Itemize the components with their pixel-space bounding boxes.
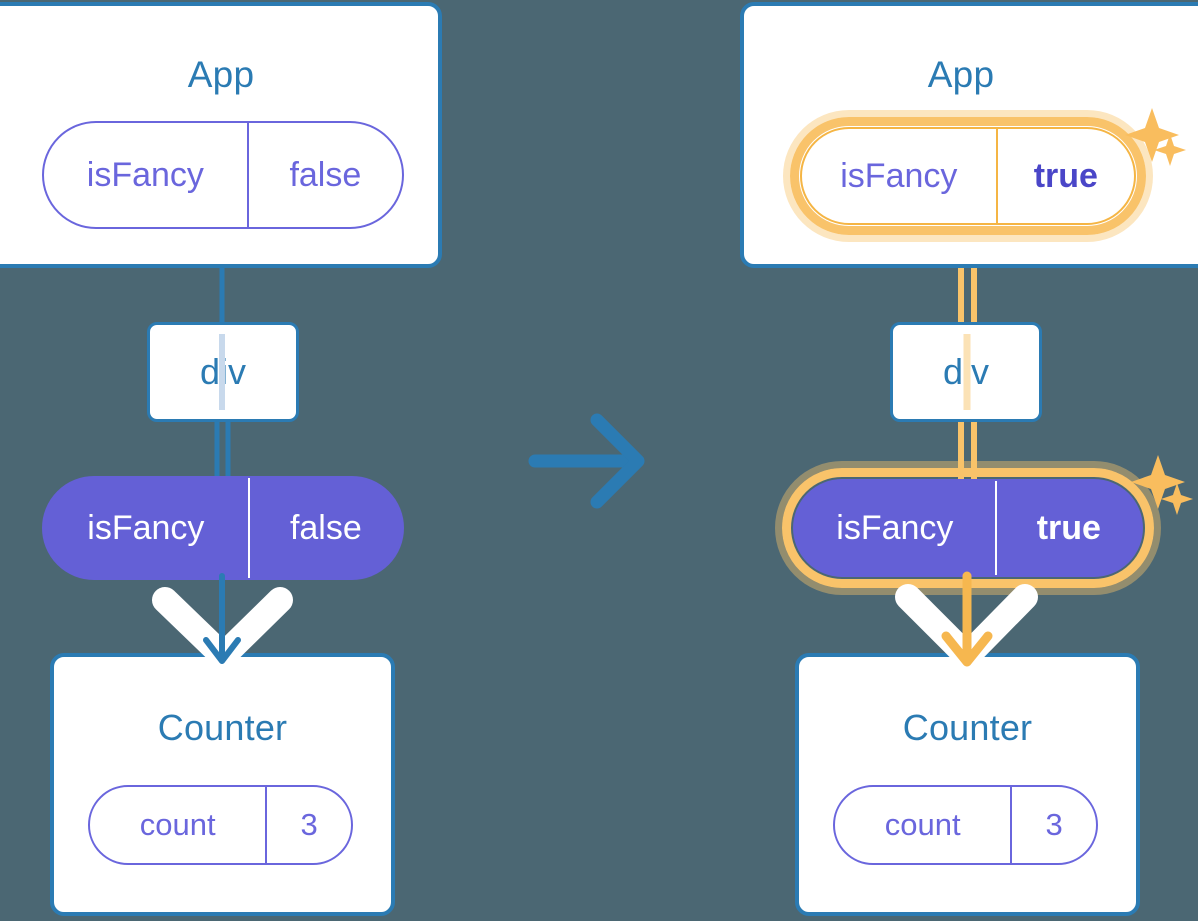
app-state-key-after: isFancy (840, 156, 958, 195)
counter-state-pill-after: count 3 (833, 785, 1098, 865)
counter-box-after: Counter (795, 653, 1140, 916)
counter-title-before: Counter (157, 707, 288, 748)
div-node-before: div (147, 322, 299, 422)
counter-state-value-before: 3 (265, 787, 351, 863)
prop-key-before: isFancy (87, 508, 205, 547)
app-state-value-before: false (246, 123, 402, 227)
app-state-pill-after: isFancy true (800, 127, 1136, 225)
counter-state-key-after: count (884, 807, 961, 842)
prop-key-after: isFancy (836, 508, 954, 547)
app-title-after: App (927, 54, 995, 95)
counter-state-key-before: count (139, 807, 216, 842)
app-state-key-before: isFancy (86, 155, 204, 194)
prop-value-before: false (247, 478, 402, 578)
prop-value-after: true (994, 481, 1141, 575)
div-node-label-after: div (942, 351, 990, 392)
prop-pill-after: isFancy true (793, 479, 1143, 577)
counter-state-pill-before: count 3 (88, 785, 353, 865)
div-node-label-before: div (199, 351, 247, 392)
app-title-before: App (187, 54, 255, 95)
app-state-value-after: true (995, 129, 1134, 223)
counter-title-after: Counter (902, 707, 1033, 748)
counter-state-value-after: 3 (1010, 787, 1096, 863)
app-state-pill-before: isFancy false (42, 121, 404, 229)
prop-pill-before: isFancy false (42, 476, 404, 580)
div-node-after: div (890, 322, 1042, 422)
